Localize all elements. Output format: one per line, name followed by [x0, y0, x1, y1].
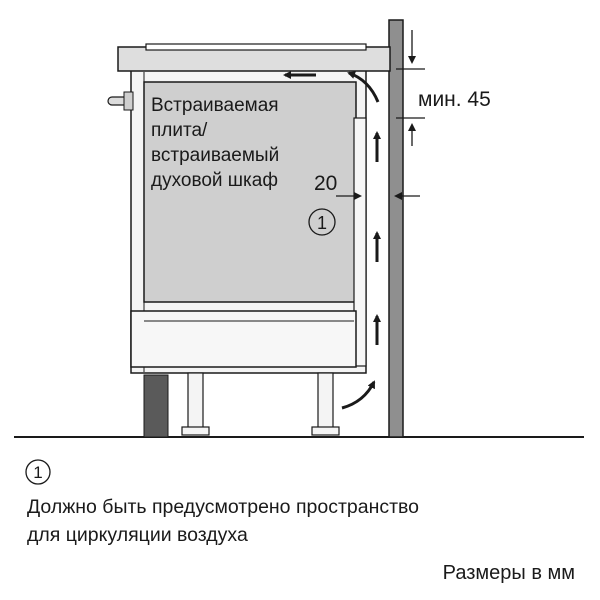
wall — [388, 19, 404, 438]
cabinet-leg-left-foot — [181, 426, 210, 436]
footnote-line-1: Должно быть предусмотрено пространство — [27, 496, 419, 518]
worktop — [117, 46, 391, 72]
appliance-label-line-2: плита/ — [151, 120, 208, 141]
appliance-label-line-3: встраиваемый — [151, 145, 279, 166]
hob-glass — [145, 43, 367, 51]
appliance-label-line-4: духовой шкаф — [151, 170, 278, 191]
units-note: Размеры в мм — [442, 562, 575, 584]
footnote-line-2: для циркуляции воздуха — [27, 524, 248, 546]
oven — [143, 81, 357, 303]
rear-vent-panel — [353, 117, 367, 367]
diagram-marker-label: 1 — [317, 213, 327, 233]
circled-number-icon: 1 — [25, 459, 51, 485]
footnote-marker-label: 1 — [33, 463, 42, 482]
drawer — [130, 310, 357, 368]
plinth — [143, 374, 169, 438]
circled-number-icon — [308, 208, 336, 236]
cabinet-leg-left — [187, 372, 204, 430]
min-gap-label: мин. 45 — [418, 88, 491, 111]
oven-handle-bracket — [123, 91, 134, 111]
cabinet-leg-right-foot — [311, 426, 340, 436]
side-gap-label: 20 — [314, 172, 337, 195]
appliance-label-line-1: Встраиваемая — [151, 95, 279, 116]
airflow-arrow-icon — [347, 71, 380, 103]
cabinet-leg-right — [317, 372, 334, 430]
airflow-arrow-icon — [341, 380, 376, 410]
